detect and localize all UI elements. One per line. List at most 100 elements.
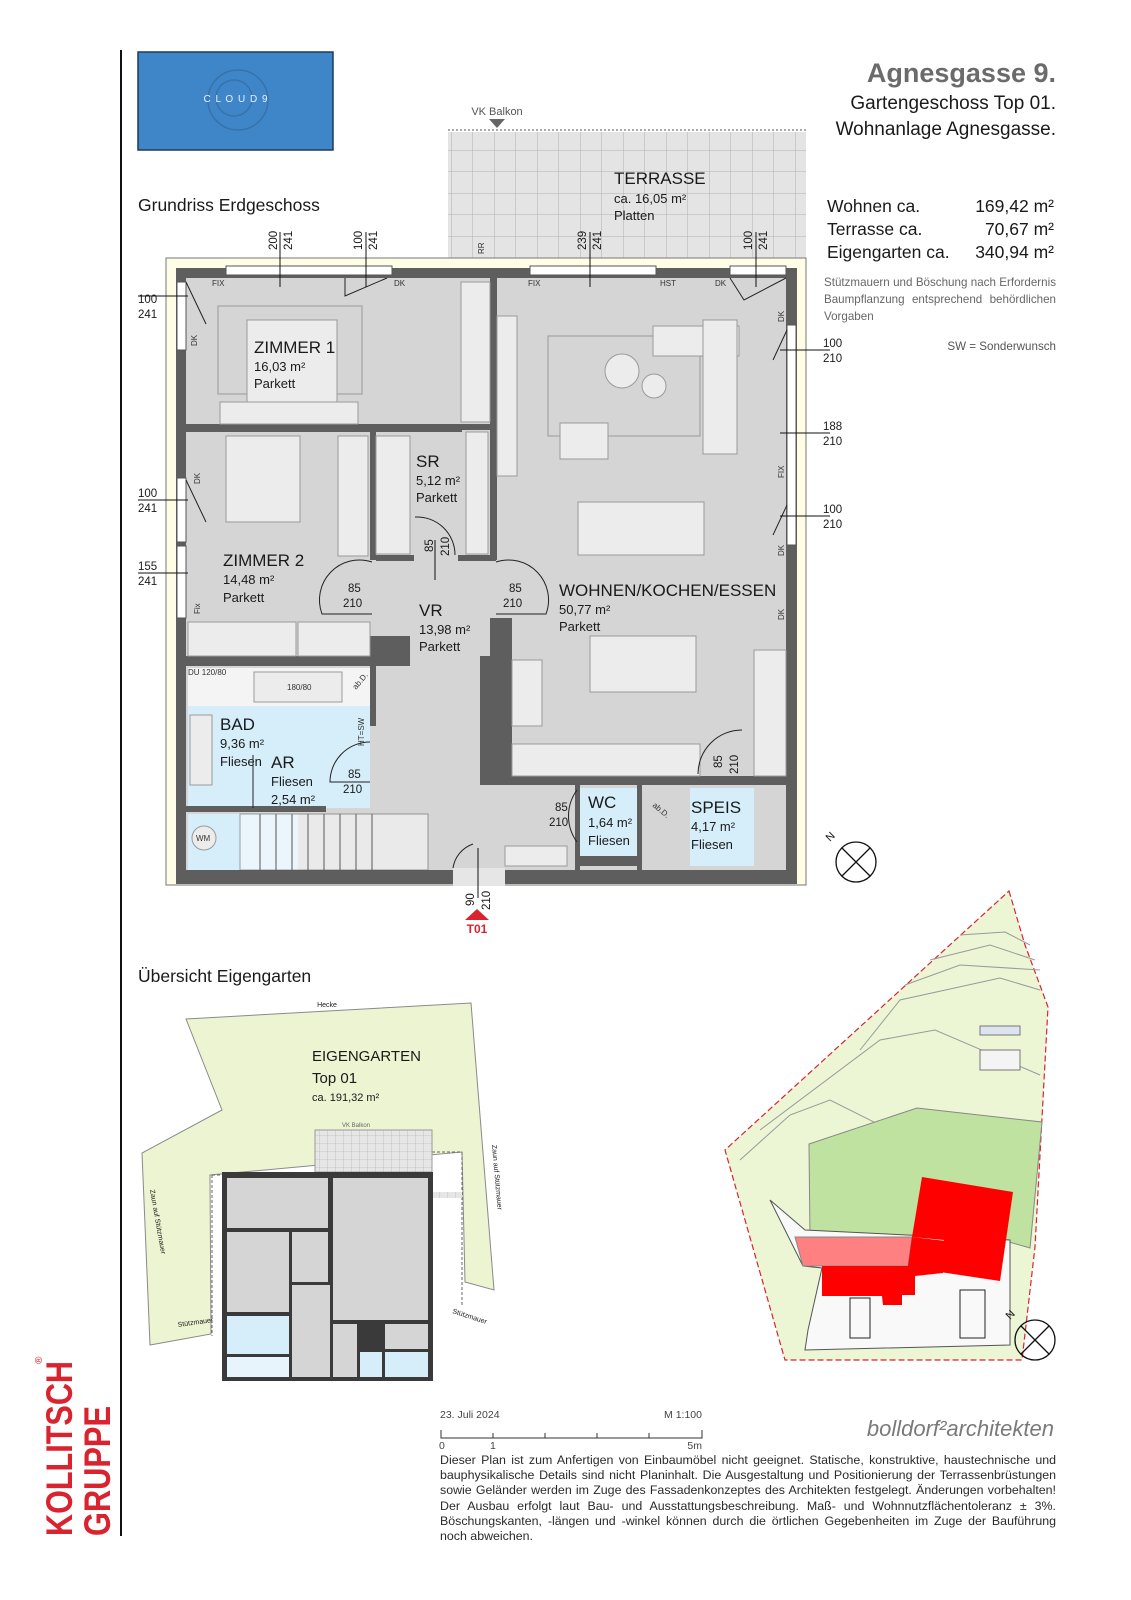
area-value: 169,42 m² xyxy=(975,196,1054,216)
room-name: ZIMMER 2 xyxy=(223,551,304,570)
dim-width: 100 xyxy=(138,488,157,500)
garden-name: EIGENGARTEN xyxy=(312,1048,421,1065)
room-area: 5,12 m² xyxy=(416,473,461,488)
washing-machine xyxy=(191,825,217,851)
unit-highlight xyxy=(822,1237,946,1305)
dim-door-width: 85 xyxy=(348,769,361,781)
tag: DK xyxy=(715,279,727,288)
tag: FIX xyxy=(528,279,541,288)
svg-text:KOLLITSCH: KOLLITSCH xyxy=(39,1361,80,1536)
tag: DK xyxy=(777,608,786,620)
entrance-threshold xyxy=(453,868,505,886)
wardrobe xyxy=(460,281,491,423)
room-name: TERRASSE xyxy=(614,169,706,188)
room-floor: Parkett xyxy=(223,590,265,605)
dim-door-width: 85 xyxy=(509,583,522,595)
site-plan: N xyxy=(724,889,1056,1361)
fridge xyxy=(511,659,543,727)
entrance-label: T01 xyxy=(467,922,488,936)
plan-scale: M 1:100 xyxy=(664,1409,702,1421)
dim-width: 100 xyxy=(823,504,842,516)
page-title: Agnesgasse 9. xyxy=(867,58,1056,88)
interior-walls xyxy=(186,278,786,870)
storage-cabinet xyxy=(297,621,371,657)
zaun-right-label: Zaun auf Stützmauer xyxy=(490,1145,503,1211)
tag: Fix xyxy=(193,603,202,614)
dim-door-height: 210 xyxy=(343,784,362,796)
room-name: AR xyxy=(271,753,295,772)
room-area: ca. 16,05 m² xyxy=(614,191,687,206)
dim-door-height: 210 xyxy=(503,598,522,610)
room-floor: Fliesen xyxy=(691,837,733,852)
armchair xyxy=(559,422,609,460)
rug xyxy=(547,335,701,437)
kitchen-island xyxy=(589,635,697,693)
garden-area xyxy=(141,1002,495,1346)
tall-cabinets xyxy=(753,649,787,777)
area-label: Eigengarten ca. xyxy=(827,242,950,262)
stair-core xyxy=(959,1289,986,1339)
dim-width: 188 xyxy=(823,421,842,433)
pool xyxy=(979,1025,1021,1036)
garden-overview-title: Übersicht Eigengarten xyxy=(138,966,311,986)
sofa xyxy=(702,319,738,455)
dim-width: 100 xyxy=(138,294,157,306)
wardrobe xyxy=(337,435,369,557)
area-label: Terrasse ca. xyxy=(827,219,922,239)
vk-balkon-small-label: VK Balkon xyxy=(342,1123,370,1129)
svg-text:GRUPPE: GRUPPE xyxy=(77,1406,118,1536)
room-area: 9,36 m² xyxy=(220,736,265,751)
sideboard xyxy=(496,315,518,477)
ramp xyxy=(432,1192,462,1198)
tag: DU 120/80 xyxy=(188,668,227,677)
room-area: 13,98 m² xyxy=(419,622,471,637)
dim-door-height: 210 xyxy=(440,537,452,556)
washbasins xyxy=(189,714,213,786)
tag: 180/80 xyxy=(287,683,312,692)
scale-tick: 0 xyxy=(439,1440,445,1452)
floor-plan: VK Balkon xyxy=(138,106,877,936)
room-name: ZIMMER 1 xyxy=(254,338,335,357)
dim-height: 241 xyxy=(592,231,604,250)
room-floor: Parkett xyxy=(419,639,461,654)
dim-width: 200 xyxy=(268,231,280,250)
north-arrow-icon: N xyxy=(824,830,877,883)
dim-height: 210 xyxy=(823,353,842,365)
room-name: WOHNEN/KOCHEN/ESSEN xyxy=(559,581,776,600)
level-marker-icon xyxy=(489,119,505,128)
tag: DK xyxy=(394,279,406,288)
room-name: WC xyxy=(588,793,616,812)
elevator-core xyxy=(849,1297,871,1339)
dining-table xyxy=(577,501,705,556)
bed-1 xyxy=(246,319,338,403)
shed xyxy=(979,1049,1021,1071)
room-area: 14,48 m² xyxy=(223,572,275,587)
wardrobe xyxy=(465,431,489,555)
dim-height: 210 xyxy=(823,436,842,448)
room-floor: Fliesen xyxy=(271,774,313,789)
tag: HT=SW xyxy=(357,717,366,746)
project-name: Wohnanlage Agnesgasse. xyxy=(836,119,1056,140)
room-area: 1,64 m² xyxy=(588,815,633,830)
room-floor: Platten xyxy=(614,208,654,223)
dim-door-width: 90 xyxy=(465,893,477,906)
scale-tick: 1 xyxy=(490,1440,496,1452)
dim-height: 210 xyxy=(823,519,842,531)
tag: DK xyxy=(777,310,786,322)
plan-date: 23. Juli 2024 xyxy=(440,1409,500,1421)
tag: FIX xyxy=(777,465,786,478)
cloud9-logo: C L O U D 9 xyxy=(137,51,334,151)
site-notes: Stützmauern und Böschung nach Erforderni… xyxy=(824,276,1056,323)
room-area: 50,77 m² xyxy=(559,602,611,617)
disclaimer: Dieser Plan ist zum Anfertigen von Einba… xyxy=(440,1453,1056,1544)
room-area: 16,03 m² xyxy=(254,359,306,374)
room-name: SPEIS xyxy=(691,798,741,817)
area-summary: Wohnen ca. 169,42 m² Terrasse ca. 70,67 … xyxy=(827,196,1054,262)
staircase xyxy=(239,813,429,871)
vk-balkon-label: VK Balkon xyxy=(471,106,522,118)
bedroom-shelf xyxy=(187,621,297,657)
dim-door-height: 210 xyxy=(343,598,362,610)
entrance-arrow-icon xyxy=(465,909,489,920)
coffee-table xyxy=(604,353,640,389)
